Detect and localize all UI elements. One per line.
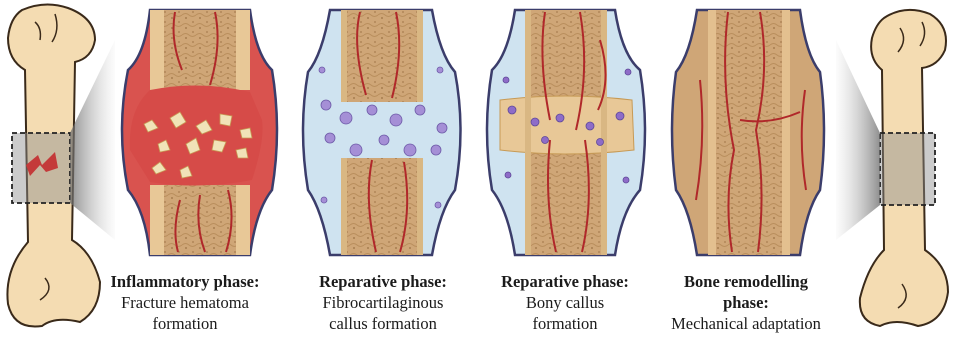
- magnification-beam-right: [836, 40, 880, 240]
- stage-4-title: Bone remodelling: [684, 272, 809, 291]
- panel-bony-callus: [487, 10, 645, 255]
- stage-2-title: Reparative phase:: [319, 272, 447, 291]
- stage-4-title-line2: phase:: [723, 293, 769, 312]
- stage-3-title: Reparative phase:: [501, 272, 629, 291]
- stage-3-subtitle-line1: Bony callus: [526, 293, 604, 312]
- panel-fibrocartilaginous: [303, 10, 461, 255]
- magnification-beam-left: [70, 40, 115, 240]
- stage-1-subtitle-line2: formation: [152, 314, 217, 333]
- stage-2-subtitle-line1: Fibrocartilaginous: [323, 293, 444, 312]
- panel-inflammatory: [122, 10, 277, 255]
- stage-2-subtitle-line2: callus formation: [329, 314, 437, 333]
- stage-1-title: Inflammatory phase:: [111, 272, 260, 291]
- stage-3-subtitle-line2: formation: [532, 314, 597, 333]
- fracture-region-box: [12, 133, 70, 203]
- remodeled-region-box: [880, 133, 935, 205]
- panel-remodelling: [672, 10, 824, 255]
- stage-1-subtitle-line1: Fracture hematoma: [121, 293, 249, 312]
- stage-4-subtitle: Mechanical adaptation: [671, 314, 821, 333]
